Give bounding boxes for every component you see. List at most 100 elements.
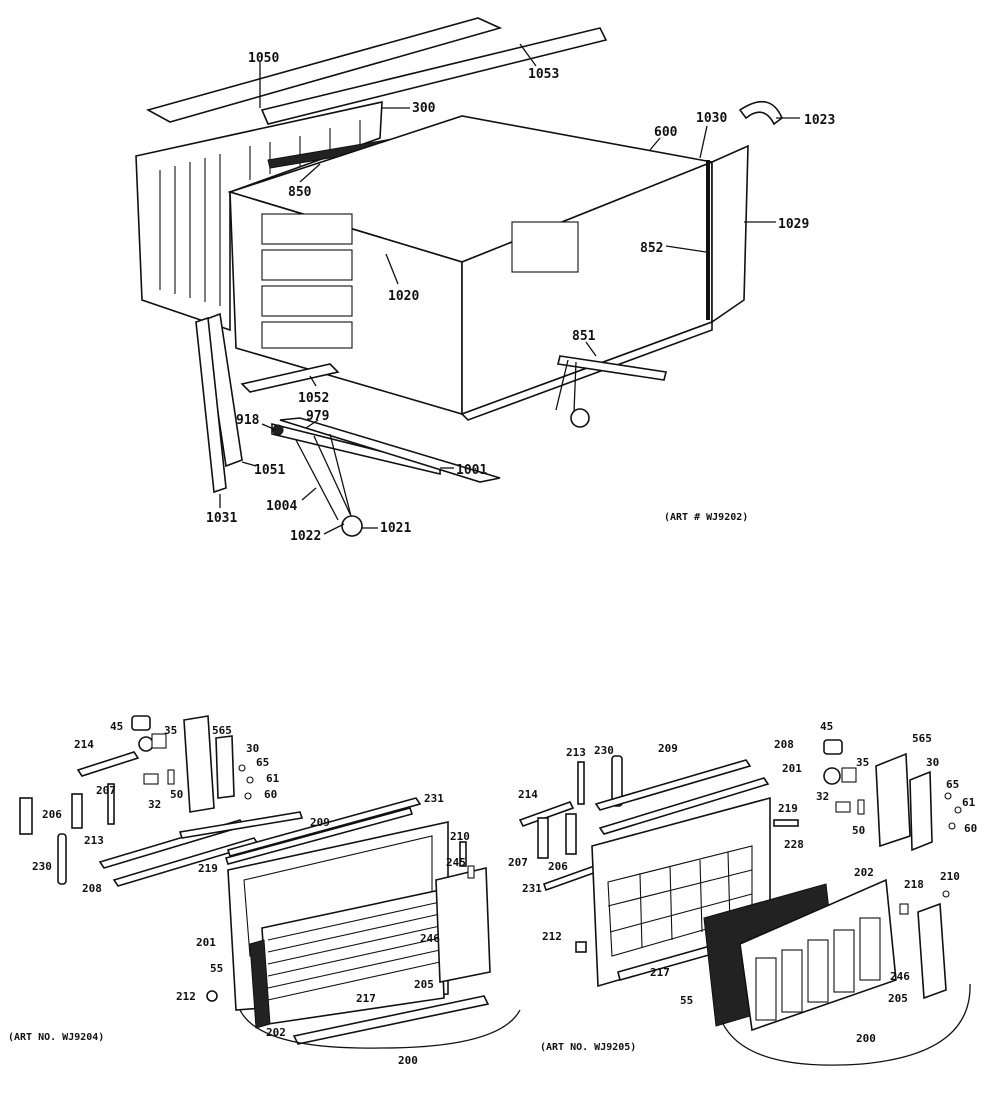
br-callout-246: 246 bbox=[890, 970, 910, 983]
br-rail-209 bbox=[594, 759, 752, 811]
bottom-left-assembly: 45 35 565 214 30 65 207 61 32 50 60 206 … bbox=[8, 715, 521, 1067]
part-35 bbox=[138, 736, 154, 752]
bl-callout-45: 45 bbox=[110, 720, 123, 733]
angle-1001-part bbox=[271, 422, 441, 476]
callout-1023: 1023 bbox=[804, 113, 835, 128]
bl-callout-219: 219 bbox=[198, 862, 218, 875]
part-35b bbox=[151, 733, 167, 749]
bl-callout-55: 55 bbox=[210, 962, 223, 975]
bottom-angle-part bbox=[279, 417, 501, 483]
bl-callout-200: 200 bbox=[398, 1054, 418, 1067]
bl-callout-214: 214 bbox=[74, 738, 94, 751]
br-part-206 bbox=[565, 813, 577, 855]
side-rail-1031 bbox=[195, 316, 227, 494]
bl-callout-230: 230 bbox=[32, 860, 52, 873]
tube-part bbox=[260, 27, 608, 125]
br-part-212 bbox=[575, 941, 587, 953]
top-leader-lines bbox=[219, 43, 800, 535]
br-part-230 bbox=[611, 755, 623, 807]
part-45 bbox=[131, 715, 151, 731]
br-callout-32: 32 bbox=[816, 790, 829, 803]
callout-979: 979 bbox=[306, 409, 329, 424]
strap-1023-part bbox=[738, 100, 783, 126]
bl-callout-212: 212 bbox=[176, 990, 196, 1003]
bl-callout-246: 246 bbox=[420, 932, 440, 945]
bl-callout-50: 50 bbox=[170, 788, 183, 801]
bl-callout-60: 60 bbox=[264, 788, 277, 801]
callout-1029: 1029 bbox=[778, 217, 809, 232]
part-50 bbox=[167, 769, 175, 785]
br-callout-201: 201 bbox=[782, 762, 802, 775]
art-caption-bottom-left: (ART NO. WJ9204) bbox=[8, 1032, 104, 1043]
callout-1052: 1052 bbox=[298, 391, 329, 406]
bl-callout-206: 206 bbox=[42, 808, 62, 821]
br-part-210 bbox=[942, 890, 950, 898]
callout-852: 852 bbox=[640, 241, 663, 256]
knob-918 bbox=[272, 424, 284, 436]
br-callout-208: 208 bbox=[774, 738, 794, 751]
br-callout-209: 209 bbox=[658, 742, 678, 755]
bl-callout-245: 245 bbox=[446, 856, 466, 869]
art-caption-bottom-right: (ART NO. WJ9205) bbox=[540, 1042, 636, 1053]
br-part-213 bbox=[577, 761, 585, 805]
br-callout-217: 217 bbox=[650, 966, 670, 979]
panel-30 bbox=[215, 735, 235, 799]
br-part-45 bbox=[823, 739, 843, 755]
br-brace-200 bbox=[721, 983, 971, 1066]
br-part-35b bbox=[841, 767, 857, 783]
br-part-35 bbox=[823, 767, 841, 785]
br-panel-30 bbox=[909, 770, 933, 852]
callout-1050: 1050 bbox=[248, 51, 279, 66]
part-207 bbox=[71, 793, 83, 829]
callout-600: 600 bbox=[654, 125, 678, 140]
top-rail-part bbox=[145, 17, 503, 123]
part-213 bbox=[107, 783, 115, 825]
bl-callout-213: 213 bbox=[84, 834, 104, 847]
br-part-219 bbox=[773, 819, 799, 827]
rail-209 bbox=[178, 811, 304, 839]
side-grille-205 bbox=[435, 866, 491, 983]
front-grille-slats bbox=[267, 901, 441, 1001]
callout-1053: 1053 bbox=[528, 67, 559, 82]
side-panel-1029 bbox=[711, 144, 749, 324]
part-206 bbox=[19, 797, 33, 835]
wheel-1021 bbox=[341, 515, 363, 537]
callout-1001: 1001 bbox=[456, 463, 487, 478]
br-callout-228: 228 bbox=[784, 838, 804, 851]
br-rail-208 bbox=[598, 777, 770, 835]
br-callout-212: 212 bbox=[542, 930, 562, 943]
br-callout-219: 219 bbox=[778, 802, 798, 815]
rail-219 bbox=[224, 807, 414, 865]
br-part-61 bbox=[954, 806, 962, 814]
bl-callout-231: 231 bbox=[424, 792, 444, 805]
br-part-60 bbox=[948, 822, 956, 830]
leg-1004-b bbox=[313, 435, 351, 515]
br-part-218 bbox=[899, 903, 909, 915]
br-callout-230: 230 bbox=[594, 744, 614, 757]
br-callout-206: 206 bbox=[548, 860, 568, 873]
br-panel-565 bbox=[875, 752, 911, 848]
br-callout-60: 60 bbox=[964, 822, 977, 835]
br-callout-200: 200 bbox=[856, 1032, 876, 1045]
part-230 bbox=[57, 833, 67, 885]
bl-callout-209: 209 bbox=[310, 816, 330, 829]
callout-1020: 1020 bbox=[388, 289, 419, 304]
callout-1021: 1021 bbox=[380, 521, 411, 536]
br-bar-214 bbox=[518, 801, 575, 827]
br-callout-30: 30 bbox=[926, 756, 939, 769]
br-callout-61: 61 bbox=[962, 796, 976, 809]
rail-231 bbox=[226, 797, 422, 857]
callout-1031: 1031 bbox=[206, 511, 237, 526]
callout-300: 300 bbox=[412, 101, 436, 116]
br-side-205 bbox=[917, 902, 947, 1000]
bar-214 bbox=[76, 751, 140, 777]
bl-callout-32: 32 bbox=[148, 798, 161, 811]
br-callout-50: 50 bbox=[852, 824, 865, 837]
brace-200-left bbox=[239, 1009, 521, 1049]
callout-851: 851 bbox=[572, 329, 596, 344]
filter-55 bbox=[249, 939, 271, 1029]
br-callout-45: 45 bbox=[820, 720, 833, 733]
part-61 bbox=[246, 776, 254, 784]
top-assembly: 1050 1053 300 1030 1023 600 850 1029 852… bbox=[135, 17, 835, 544]
